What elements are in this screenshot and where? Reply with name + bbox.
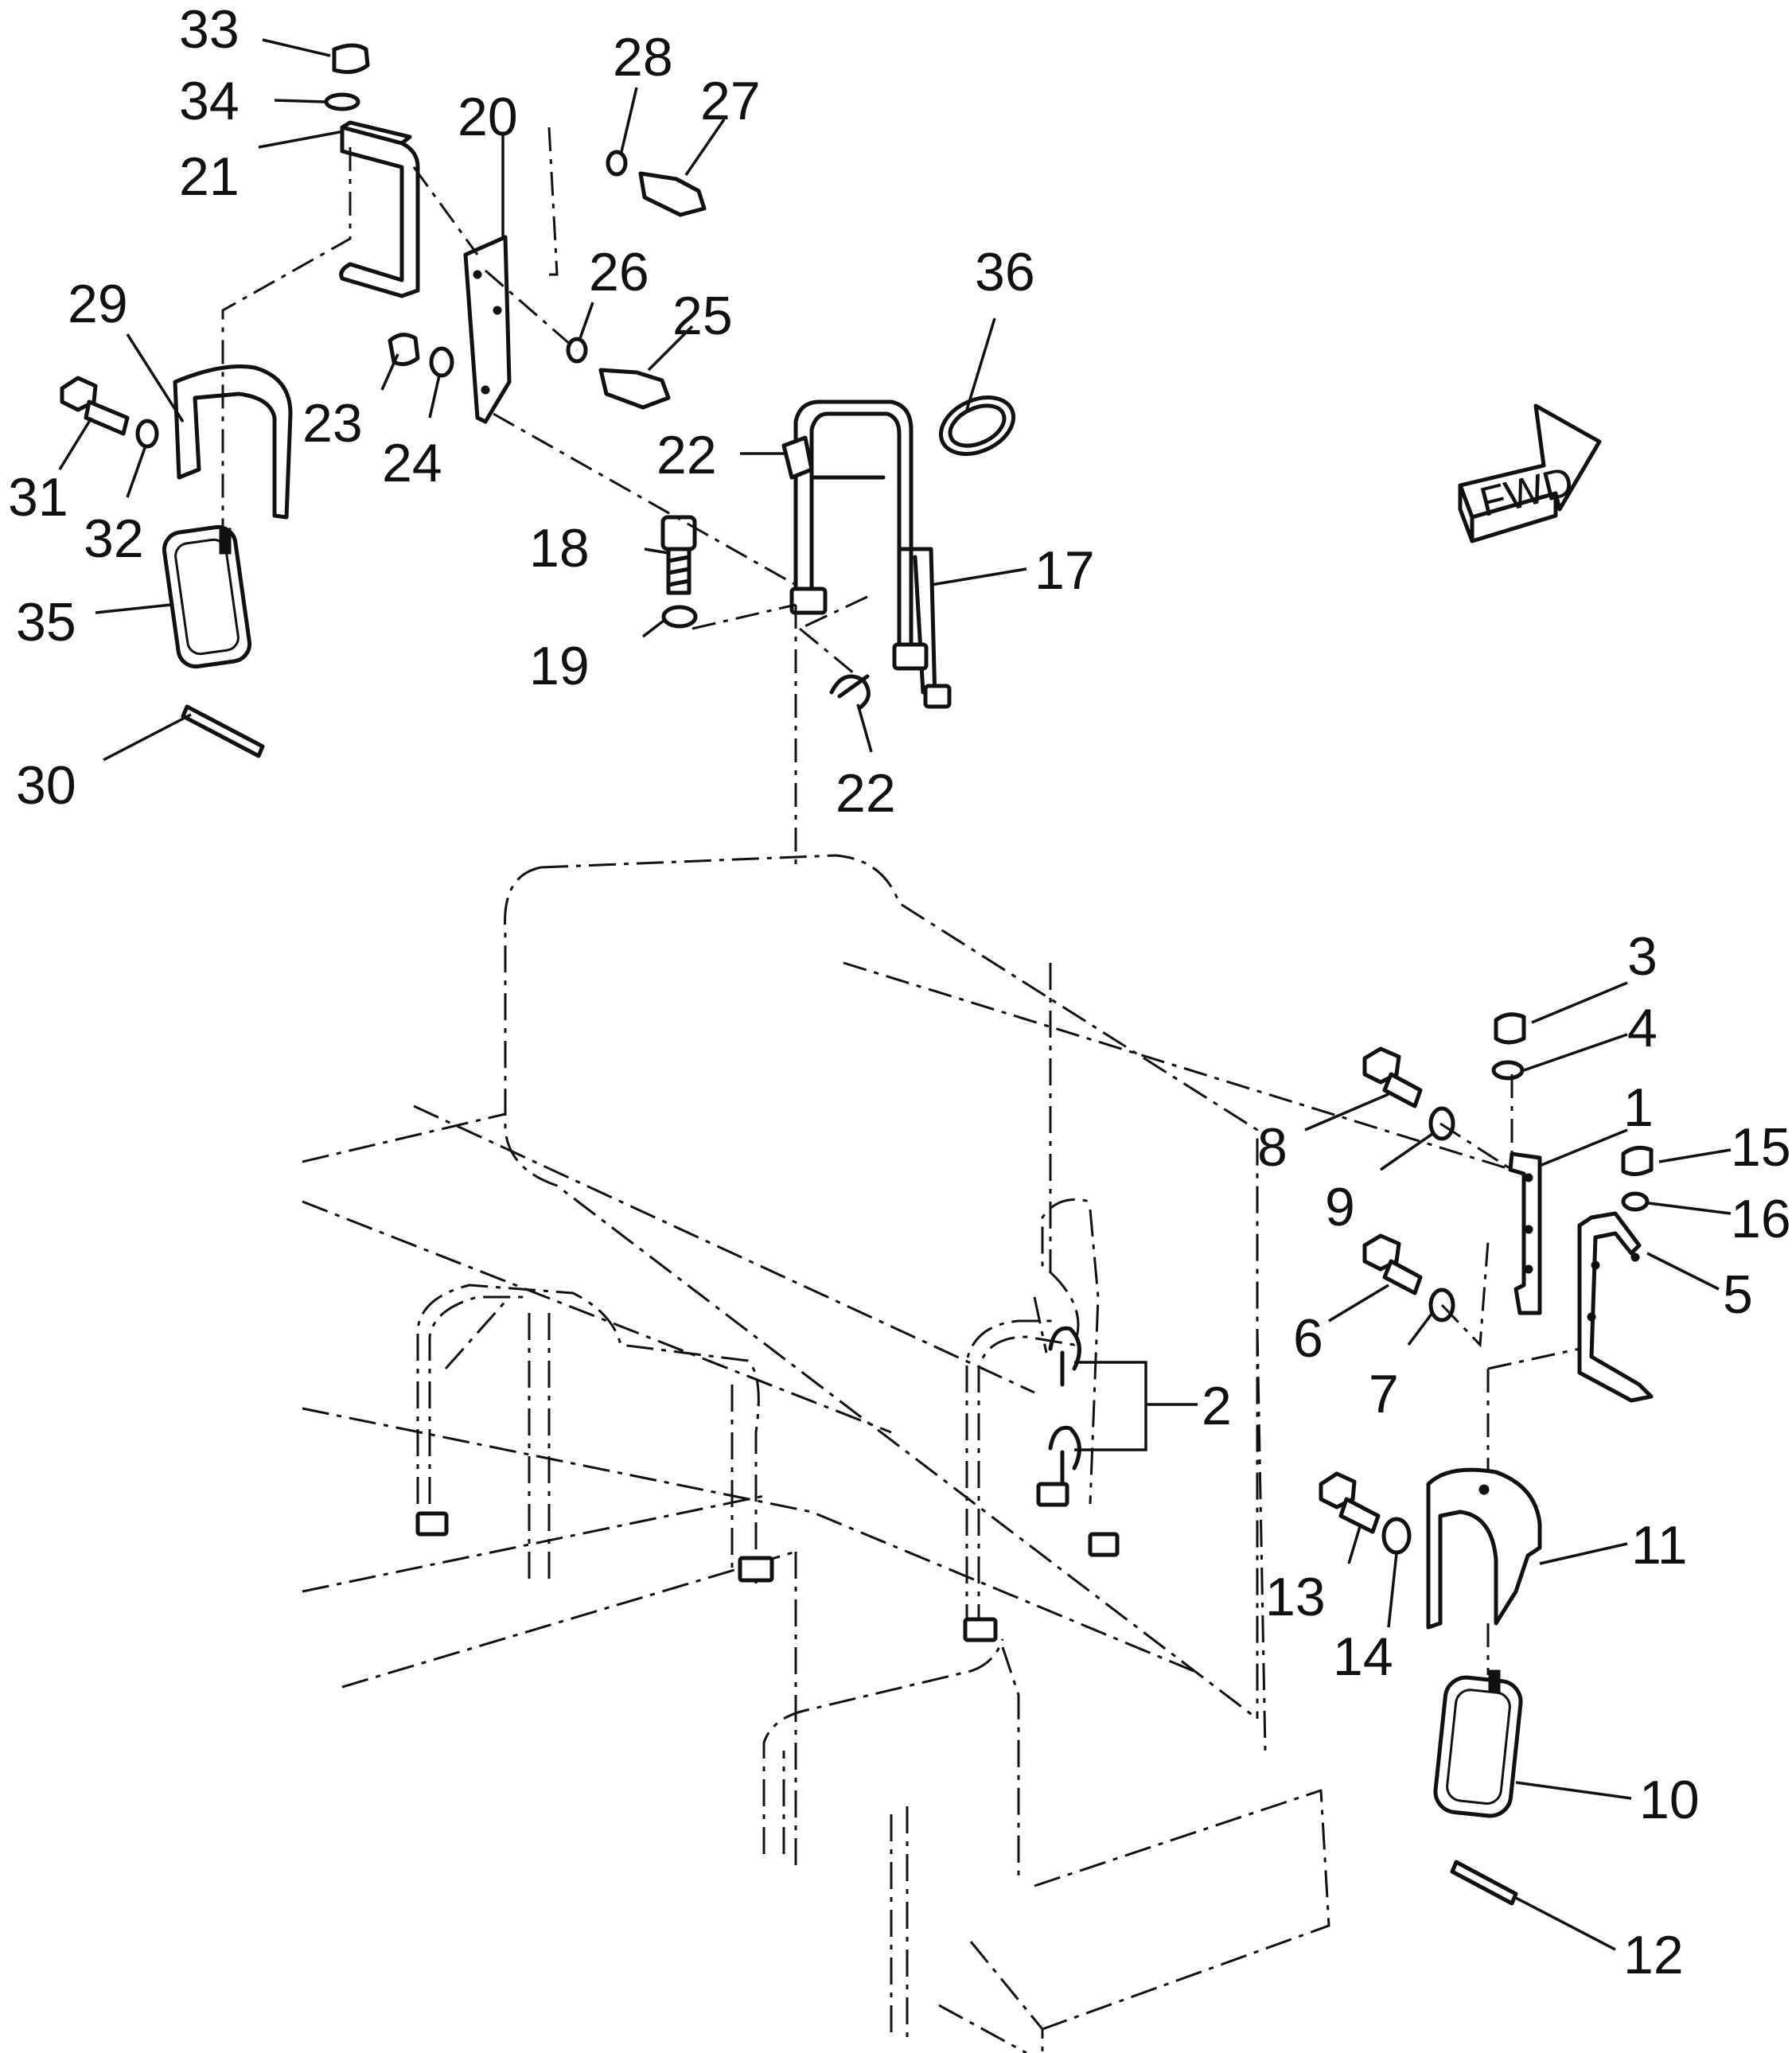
callout-34: 34 [179, 71, 240, 131]
callout-8: 8 [1257, 1117, 1288, 1178]
callout-33: 33 [179, 0, 240, 60]
callout-2: 2 [1202, 1376, 1232, 1436]
callout-25: 25 [672, 286, 733, 346]
bolt-18-washer-19 [660, 515, 698, 629]
callout-10: 10 [1639, 1770, 1700, 1830]
u-bolt-clamps-on-rail [1048, 1326, 1081, 1486]
body-handrails-outline [416, 1198, 1100, 2037]
left-assembly-center-lines [221, 127, 868, 867]
callout-22-lower: 22 [836, 763, 896, 824]
right-mirror-assembly [1319, 1012, 1654, 1906]
callout-24: 24 [382, 433, 442, 493]
callout-18: 18 [529, 518, 590, 579]
callout-26: 26 [589, 242, 649, 302]
body-mounting-feet [415, 1482, 1120, 1642]
callout-9: 9 [1325, 1177, 1355, 1237]
callout-19: 19 [529, 636, 590, 696]
callout-6: 6 [1293, 1308, 1323, 1369]
reflector-ring [938, 395, 1016, 456]
fwd-label: FWD [1475, 458, 1578, 526]
handrail-assembly [781, 399, 952, 709]
callout-16: 16 [1731, 1189, 1791, 1249]
forward-direction-arrow: FWD [1458, 403, 1602, 543]
callout-7: 7 [1369, 1364, 1399, 1424]
callout-12: 12 [1623, 1925, 1684, 1985]
callout-27: 27 [700, 71, 761, 131]
callout-13: 13 [1265, 1567, 1326, 1627]
right-assembly-center-lines [843, 961, 1580, 1675]
callout-14: 14 [1333, 1626, 1393, 1687]
callout-30: 30 [16, 755, 76, 816]
callout-23: 23 [302, 393, 363, 454]
callout-17: 17 [1034, 540, 1095, 601]
callout-22-upper: 22 [656, 425, 717, 485]
callout-28: 28 [613, 27, 673, 88]
callout-4: 4 [1627, 998, 1658, 1058]
machine-body-outline [302, 854, 1330, 2053]
left-mirror-assembly [60, 43, 707, 758]
callout-36: 36 [975, 242, 1035, 302]
u-bolt-lower [829, 674, 871, 711]
callout-35: 35 [16, 592, 76, 653]
callout-5: 5 [1723, 1264, 1753, 1325]
callout-15: 15 [1731, 1117, 1791, 1178]
callout-29: 29 [68, 274, 128, 334]
callout-11: 11 [1631, 1515, 1688, 1576]
callout-31: 31 [8, 467, 68, 528]
callout-labels: 1 2 3 4 5 6 7 8 9 10 11 12 13 14 15 16 1… [8, 0, 1791, 1985]
callout-3: 3 [1627, 926, 1658, 987]
callout-1: 1 [1623, 1077, 1654, 1138]
callout-leader-lines [58, 38, 1732, 1951]
callout-21: 21 [179, 146, 240, 207]
callout-20: 20 [458, 87, 518, 147]
callout-32: 32 [84, 508, 144, 569]
